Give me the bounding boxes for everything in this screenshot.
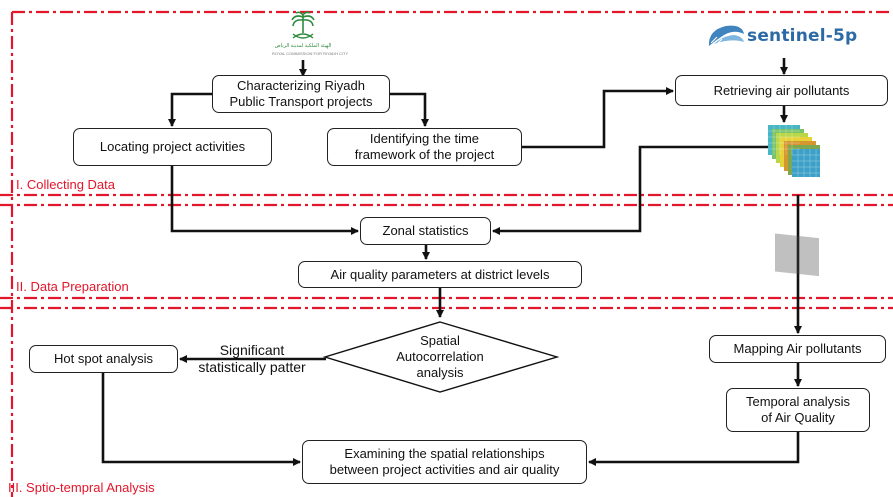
arrow-hotspot-to-examining <box>101 373 301 466</box>
palm-swords-icon <box>291 11 315 39</box>
section-label-preparation: II. Data Preparation <box>16 279 129 294</box>
node-temporal: Temporal analysis of Air Quality <box>726 388 870 432</box>
arrow-identifying-to-retrieving <box>522 87 674 149</box>
royal-commission-arabic-name: الهيئة الملكية لمدينة الرياض <box>274 43 332 49</box>
raster-stack-icon <box>768 125 820 277</box>
arrow-locating-to-zonal <box>170 166 359 235</box>
node-zonal-statistics: Zonal statistics <box>360 217 491 245</box>
arrow-characterizing-to-identifying <box>390 92 429 127</box>
royal-commission-english-name: ROYAL COMMISSION FOR RIYADH CITY <box>272 51 349 56</box>
section-label-analysis: III. Sptio-tempral Analysis <box>8 480 155 495</box>
arrow-temporal-to-examining <box>588 432 800 466</box>
sentinel-satellite-icon <box>708 25 744 47</box>
node-hot-spot: Hot spot analysis <box>29 345 178 373</box>
arrow-characterizing-to-locating <box>168 92 212 127</box>
node-identifying: Identifying the time framework of the pr… <box>327 128 522 166</box>
node-retrieving: Retrieving air pollutants <box>675 75 888 106</box>
spatial-autocorrelation-diamond <box>322 321 560 393</box>
node-air-quality-parameters: Air quality parameters at district level… <box>298 261 582 288</box>
node-characterizing: Characterizing Riyadh Public Transport p… <box>212 75 390 113</box>
node-locating: Locating project activities <box>73 128 272 166</box>
node-spatial-autocorrelation: Spatial Autocorrelation analysis <box>396 333 484 380</box>
node-examining: Examining the spatial relationships betw… <box>302 440 587 484</box>
sentinel-logo-text: sentinel-5p <box>747 26 858 46</box>
section-label-collecting: I. Collecting Data <box>16 177 115 192</box>
arrow-raster-to-zonal <box>492 145 775 235</box>
node-mapping: Mapping Air pollutants <box>709 335 886 363</box>
section-frame <box>0 10 893 497</box>
edge-label-significant: Significant statistically patter <box>198 342 306 375</box>
